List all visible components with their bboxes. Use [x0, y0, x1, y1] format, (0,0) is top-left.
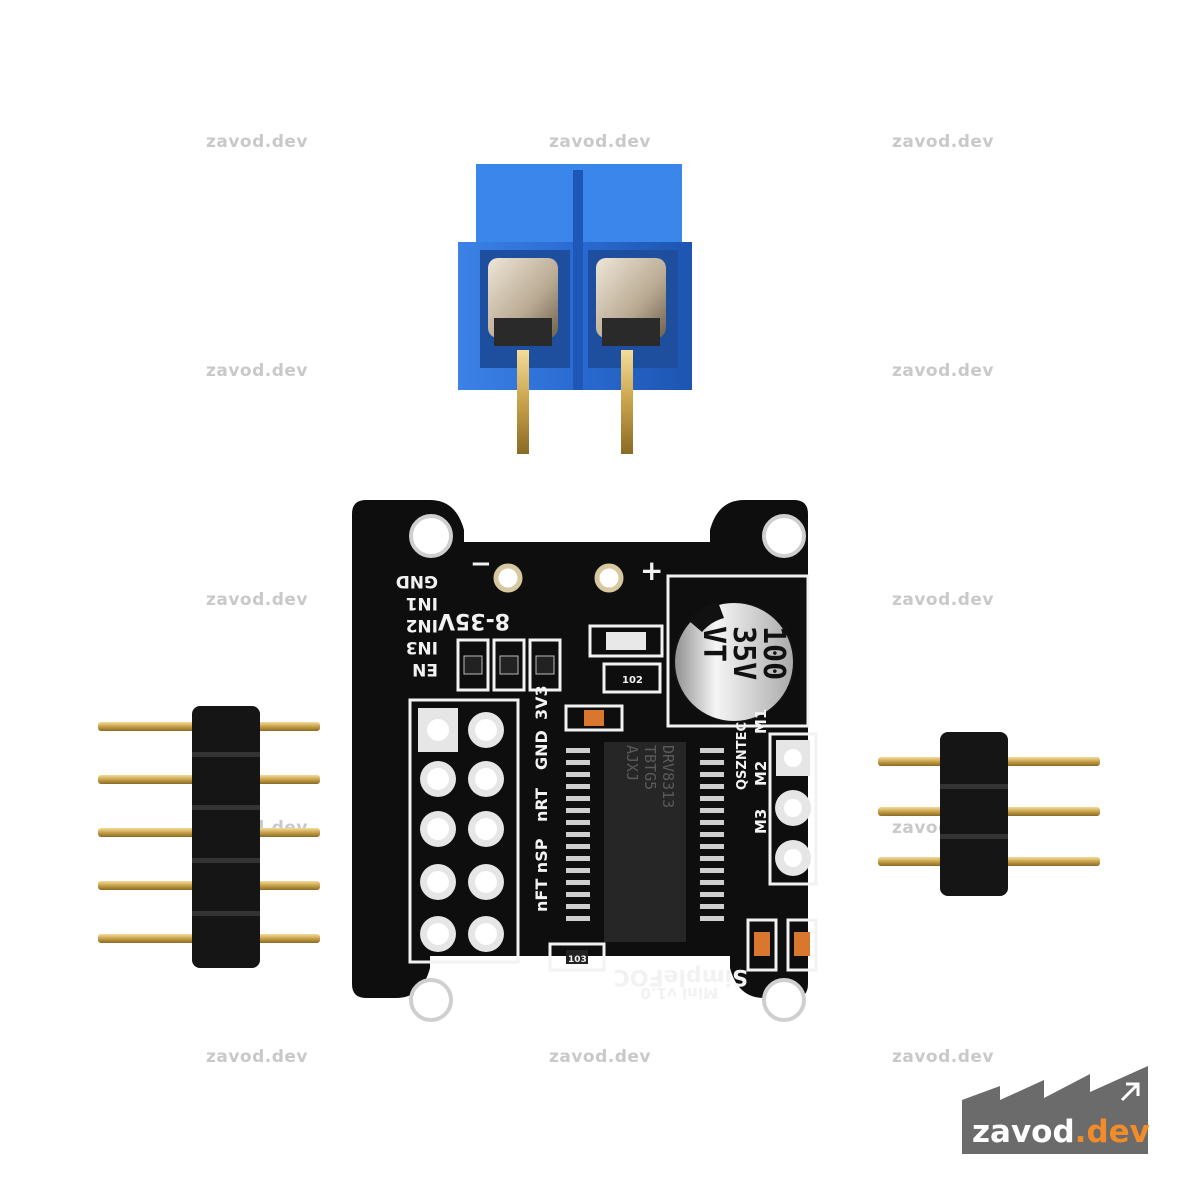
chip-marking-1: DRV8313 [659, 745, 677, 808]
resistor-code: 102 [622, 675, 643, 686]
pin-label-gnd: GND [396, 571, 438, 591]
watermark: zavod.dev [205, 590, 309, 610]
voltage-label: 8-35V [438, 608, 510, 633]
pin-label-m2: M2 [752, 761, 770, 786]
logo-name: zavod [972, 1114, 1075, 1150]
watermark: zavod.dev [891, 590, 995, 610]
resistor-code-2: 103 [568, 955, 587, 965]
maker-label: QSZNTEC [735, 722, 750, 790]
cap-series: VT [696, 626, 731, 662]
watermark: zavod.dev [205, 361, 309, 381]
watermark: zavod.dev [205, 1047, 309, 1067]
watermark: zavod.dev [548, 1047, 652, 1067]
watermark: zavod.dev [891, 361, 995, 381]
pin-header-3 [878, 732, 1100, 896]
pin-label-in3: IN3 [406, 637, 438, 657]
zavod-logo [962, 1066, 1148, 1154]
pin-label-en: EN [412, 659, 438, 679]
pin-label-in2: IN2 [406, 615, 438, 635]
label-3v3: 3V3 [532, 685, 551, 720]
label-nft-nsp: nFT nSP [532, 838, 551, 912]
chip-marking-3: AJXJ [623, 745, 641, 781]
minus-label: − [470, 549, 492, 579]
pin-label-m3: M3 [752, 809, 770, 834]
logo-text: zavod.dev [972, 1114, 1150, 1150]
pin-header-5 [98, 706, 320, 968]
watermark: zavod.dev [205, 132, 309, 152]
screw-terminal [458, 164, 692, 454]
label-nrt: nRT [532, 788, 551, 822]
chip-pins-right [700, 748, 724, 921]
pin-label-m1: M1 [752, 709, 770, 734]
chip-marking-2: TBTG5 [641, 745, 659, 790]
cap-value: 100 [756, 626, 791, 680]
simplefoc-mini-board: − + 8-35V GND IN1 IN2 IN3 EN 102 100 35V [352, 500, 818, 1022]
brand-label: SimpleFOC [614, 964, 748, 989]
driver-chip [604, 742, 686, 942]
cap-voltage: 35V [726, 626, 761, 680]
watermark: zavod.dev [891, 1047, 995, 1067]
watermark: zavod.dev [891, 132, 995, 152]
pin-label-in1: IN1 [406, 593, 438, 613]
plus-label: + [640, 554, 663, 587]
model-label: Mini v1.0 [641, 984, 718, 1002]
electrolytic-capacitor [673, 601, 795, 723]
watermark: zavod.dev [548, 132, 652, 152]
chip-pins-left [566, 748, 590, 921]
label-gnd: GND [532, 730, 551, 770]
logo-ext: .dev [1074, 1114, 1150, 1150]
